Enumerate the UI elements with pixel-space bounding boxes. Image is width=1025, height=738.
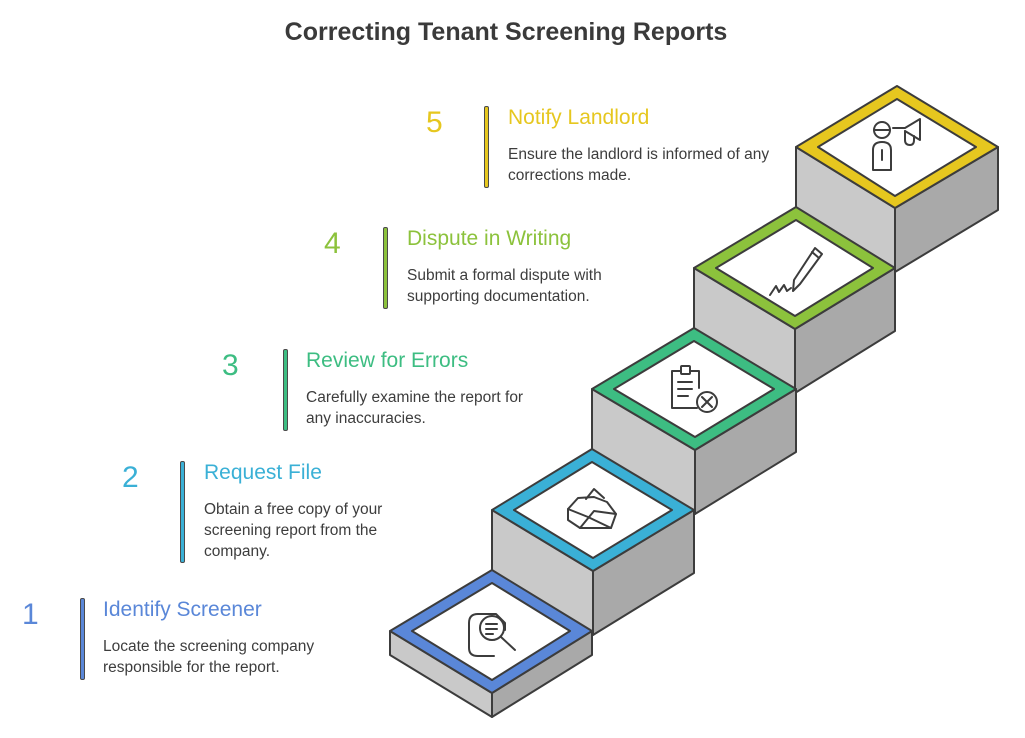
step-description: Carefully examine the report for any ina… xyxy=(306,389,524,427)
step-heading: Dispute in Writing xyxy=(407,227,572,250)
diagram-title: Correcting Tenant Screening Reports xyxy=(284,18,728,46)
stair-step-4 xyxy=(693,206,896,394)
envelope-icon xyxy=(567,488,617,529)
person-megaphone-icon xyxy=(872,118,921,171)
step-heading: Identify Screener xyxy=(103,598,262,621)
step-description: Locate the screening company responsible… xyxy=(103,638,315,676)
step-number: 4 xyxy=(324,227,341,260)
pen-signature-icon xyxy=(769,247,823,296)
stair-step-3 xyxy=(591,327,797,515)
step-number: 2 xyxy=(122,461,139,494)
document-search-icon xyxy=(468,613,516,657)
step-number: 3 xyxy=(222,349,239,382)
step-description: Submit a formal dispute with supporting … xyxy=(407,267,602,305)
step-color-bar xyxy=(283,349,288,431)
step-color-bar xyxy=(80,598,85,680)
step-color-bar xyxy=(484,106,489,188)
clipboard-error-icon xyxy=(671,365,718,413)
step-description: Obtain a free copy of your screening rep… xyxy=(204,501,383,560)
step-color-bar xyxy=(383,227,388,309)
step-description: Ensure the landlord is informed of any c… xyxy=(508,146,770,184)
stair-step-1 xyxy=(389,569,593,718)
step-number: 5 xyxy=(426,106,443,139)
step-heading: Notify Landlord xyxy=(508,106,650,129)
step-number: 1 xyxy=(22,598,39,631)
stair-step-5 xyxy=(795,85,999,273)
step-heading: Request File xyxy=(204,461,322,484)
step-color-bar xyxy=(180,461,185,563)
stair-step-2 xyxy=(491,448,695,636)
step-heading: Review for Errors xyxy=(306,349,469,372)
